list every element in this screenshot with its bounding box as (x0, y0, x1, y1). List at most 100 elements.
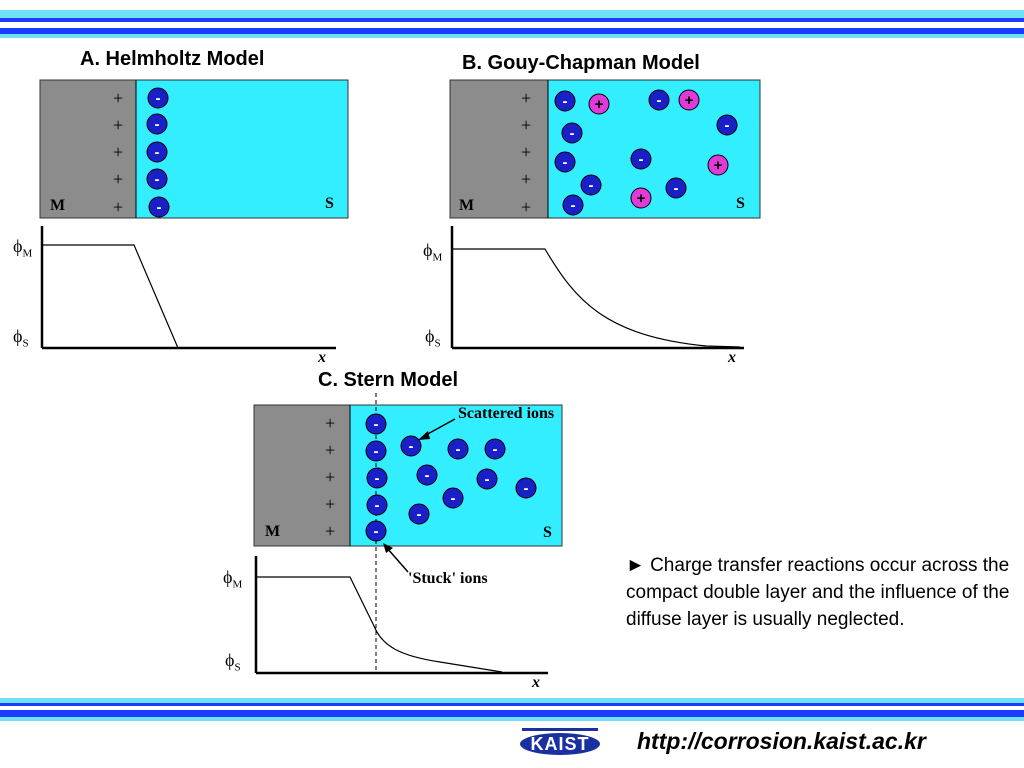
gouy-anion: - (580, 174, 602, 196)
gouy-anion-sign: - (563, 93, 568, 110)
kaist-logo: KAIST (520, 728, 600, 755)
gouy-cation-sign: + (714, 157, 723, 174)
scattered-ions-label: Scattered ions (458, 405, 555, 422)
stern-stuck-anion: - (366, 494, 388, 516)
gouy-phi-m-label: ϕM (423, 240, 443, 264)
stern-metal-region (254, 405, 350, 546)
gouy-anion: - (648, 89, 670, 111)
helmholtz-anion-sign: - (155, 116, 160, 133)
helmholtz-anion-sign: - (155, 144, 160, 161)
stuck-ions-label: 'Stuck' ions (408, 570, 488, 587)
gouy-cation: + (678, 89, 700, 111)
stern-stuck-anion-sign: - (375, 497, 380, 514)
stern-scattered-anion: - (515, 477, 537, 499)
footer-url[interactable]: http://corrosion.kaist.ac.kr (637, 728, 926, 754)
gouy-surface-plus: + (521, 169, 532, 189)
helmholtz-potential-curve (42, 244, 179, 349)
helmholtz-surface-plus: + (113, 142, 124, 162)
gouy-surface-plus: + (521, 115, 532, 135)
gouy-anion-sign: - (674, 180, 679, 197)
gouy-cation-sign: + (637, 190, 646, 207)
gouy-anion-sign: - (589, 177, 594, 194)
stern-scattered-anion-sign: - (409, 438, 414, 455)
stern-stuck-anion-sign: - (374, 523, 379, 540)
gouy-anion-sign: - (639, 151, 644, 168)
helmholtz-x-label: x (318, 349, 326, 366)
stern-scattered-anion: - (400, 435, 422, 457)
gouy-anion: - (665, 177, 687, 199)
stern-scattered-anion-sign: - (425, 467, 430, 484)
helmholtz-potential-plot (40, 226, 336, 350)
stern-stuck-anion: - (365, 413, 387, 435)
stern-phi-s-label: ϕS (225, 650, 241, 674)
stern-x-label: x (532, 674, 540, 691)
stern-scattered-anion-sign: - (493, 441, 498, 458)
stern-metal-label: M (265, 523, 281, 540)
stern-stuck-anion: - (365, 440, 387, 462)
gouy-anion: - (716, 114, 738, 136)
bottom-decorative-band (0, 698, 1024, 721)
gouy-anion-sign: - (725, 117, 730, 134)
stern-title: C. Stern Model (318, 369, 459, 391)
gouy-potential-plot (450, 226, 744, 350)
helmholtz-anion-sign: - (155, 171, 160, 188)
gouy-anion-sign: - (563, 154, 568, 171)
stern-scattered-anion-sign: - (417, 506, 422, 523)
stern-scattered-anion: - (476, 468, 498, 490)
helmholtz-anion: - (147, 87, 169, 109)
stern-potential-plot (254, 556, 548, 675)
gouy-surface-plus: + (521, 88, 532, 108)
gouy-cation-sign: + (595, 96, 604, 113)
stern-scattered-anion-sign: - (451, 490, 456, 507)
gouy-solution-label: S (736, 195, 745, 212)
stern-scattered-anion-sign: - (524, 480, 529, 497)
stern-stuck-anion-sign: - (374, 416, 379, 433)
stern-surface-plus: + (325, 467, 336, 487)
gouy-potential-curve (452, 248, 741, 348)
gouy-phi-s-label: ϕS (425, 326, 441, 350)
ions-layer: --------------++++------------- (146, 87, 738, 542)
stuck-ions-arrow (383, 543, 409, 573)
charge-transfer-note: ► Charge transfer reactions occur across… (626, 555, 1010, 630)
gouy-anion: - (554, 90, 576, 112)
helmholtz-anion: - (146, 141, 168, 163)
helmholtz-phi-m-label: ϕM (13, 236, 33, 260)
gouy-anion: - (630, 148, 652, 170)
helmholtz-metal-label: M (50, 197, 66, 214)
stern-scattered-anion: - (416, 464, 438, 486)
helmholtz-surface-plus: + (113, 197, 124, 217)
stern-solution-label: S (543, 524, 552, 541)
stern-surface-plus: + (325, 494, 336, 514)
helmholtz-anion-sign: - (157, 199, 162, 216)
stern-stuck-anion-sign: - (374, 443, 379, 460)
stern-scattered-anion: - (484, 438, 506, 460)
helmholtz-anion: - (146, 113, 168, 135)
gouy-metal-region (450, 80, 548, 218)
gouy-anion-sign: - (657, 92, 662, 109)
stern-scattered-anion-sign: - (456, 441, 461, 458)
gouy-cation: + (630, 187, 652, 209)
scattered-ions-arrow (418, 418, 456, 440)
helmholtz-anion: - (148, 196, 170, 218)
stern-scattered-anion: - (447, 438, 469, 460)
stern-scattered-anion: - (408, 503, 430, 525)
gouy-cation: + (707, 154, 729, 176)
helmholtz-surface-plus: + (113, 88, 124, 108)
stern-stuck-anion: - (366, 467, 388, 489)
helmholtz-surface-plus: + (113, 169, 124, 189)
helmholtz-surface-plus: + (113, 115, 124, 135)
gouy-surface-plus: + (521, 197, 532, 217)
helmholtz-anion-sign: - (156, 90, 161, 107)
stern-phi-m-label: ϕM (223, 567, 243, 591)
stern-stuck-anion-sign: - (375, 470, 380, 487)
helmholtz-title: A. Helmholtz Model (80, 48, 265, 70)
stern-potential-curve (256, 576, 503, 673)
gouy-anion-sign: - (571, 197, 576, 214)
stern-scattered-anion: - (442, 487, 464, 509)
gouy-x-label: x (728, 349, 736, 366)
helmholtz-anion: - (146, 168, 168, 190)
gouy-anion: - (554, 151, 576, 173)
svg-text:KAIST: KAIST (531, 734, 590, 754)
